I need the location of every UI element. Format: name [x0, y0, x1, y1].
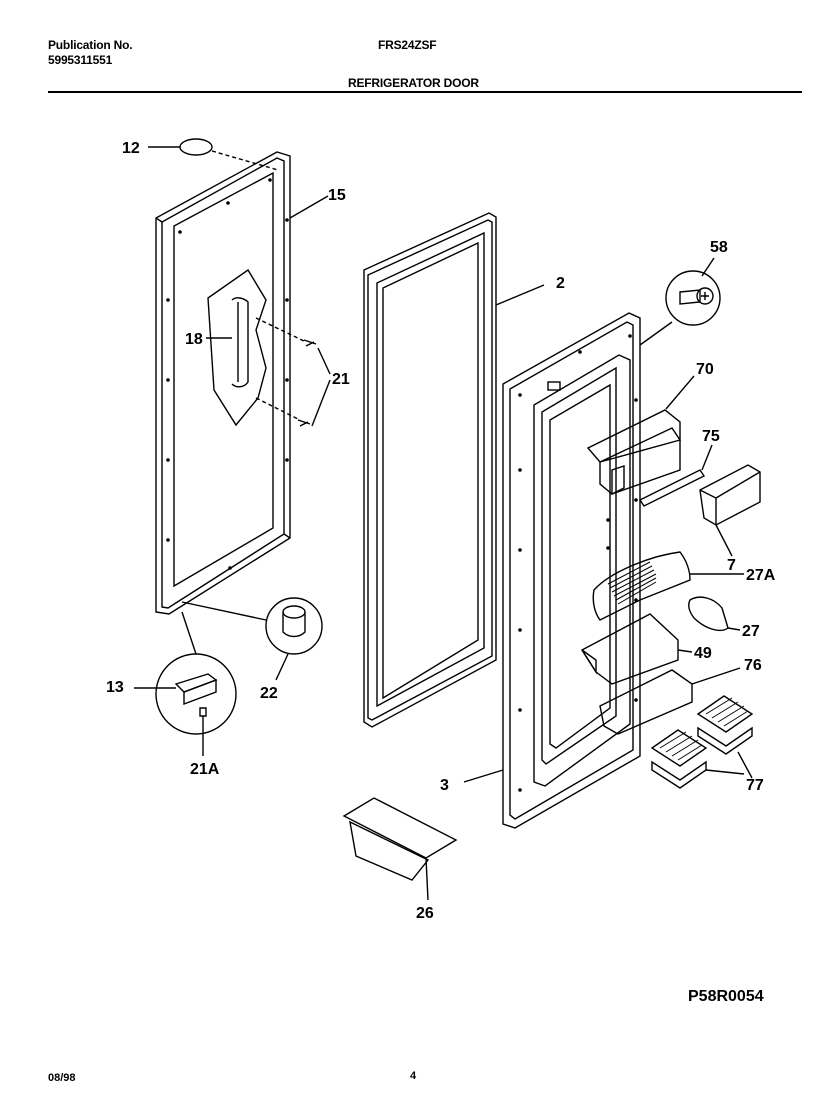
callout-21: 21 [332, 371, 350, 388]
part-screw-detail [665, 257, 721, 326]
part-lower-door-bin [599, 667, 741, 735]
part-dairy-door [592, 551, 744, 621]
callout-18: 18 [185, 331, 203, 348]
part-hinge-bracket [134, 611, 237, 756]
cup-holder-hatching [659, 697, 749, 761]
callout-7: 7 [727, 557, 736, 574]
inner-liner-screw-holes [518, 334, 638, 792]
callout-21a: 21A [190, 761, 220, 778]
callout-3: 3 [440, 777, 449, 794]
outer-door-screw-holes [166, 178, 289, 570]
callout-58: 58 [710, 239, 728, 256]
part-door-handle [207, 268, 307, 427]
publication-label: Publication No. [48, 38, 133, 52]
part-hinge-clip [688, 596, 741, 632]
header-rule [48, 91, 802, 93]
leader-15 [289, 195, 329, 219]
part-small-bin-cover [699, 464, 761, 557]
part-middle-door-bin [581, 613, 693, 685]
part-handle-screws [297, 339, 331, 427]
page-number: 4 [410, 1070, 417, 1082]
dairy-door-grille [607, 561, 657, 605]
callout-76: 76 [744, 657, 762, 674]
callout-75: 75 [702, 428, 720, 445]
callout-77: 77 [746, 777, 764, 794]
callout-22: 22 [260, 685, 278, 702]
callout-27a: 27A [746, 567, 776, 584]
section-title: REFRIGERATOR DOOR [348, 76, 479, 90]
callout-26: 26 [416, 905, 434, 922]
part-outer-door-panel [155, 151, 291, 615]
callout-70: 70 [696, 361, 714, 378]
callout-49: 49 [694, 645, 712, 662]
diagram-code: P58R0054 [688, 988, 764, 1005]
callout-2: 2 [556, 275, 565, 292]
model-number: FRS24ZSF [378, 38, 437, 52]
part-upper-door-bin [586, 375, 695, 496]
callout-27: 27 [742, 623, 760, 640]
part-inner-door-liner [463, 312, 673, 829]
footer-date: 08/98 [48, 1072, 76, 1084]
part-cup-holders [650, 695, 754, 789]
callout-12: 12 [122, 140, 140, 157]
part-door-cam [181, 597, 323, 681]
callout-15: 15 [328, 187, 346, 204]
part-bin-retainer-bar [638, 444, 713, 507]
part-door-gasket [363, 212, 545, 728]
part-bottom-tray [342, 797, 458, 901]
callout-13: 13 [106, 679, 124, 696]
publication-number: 5995311551 [48, 53, 113, 67]
